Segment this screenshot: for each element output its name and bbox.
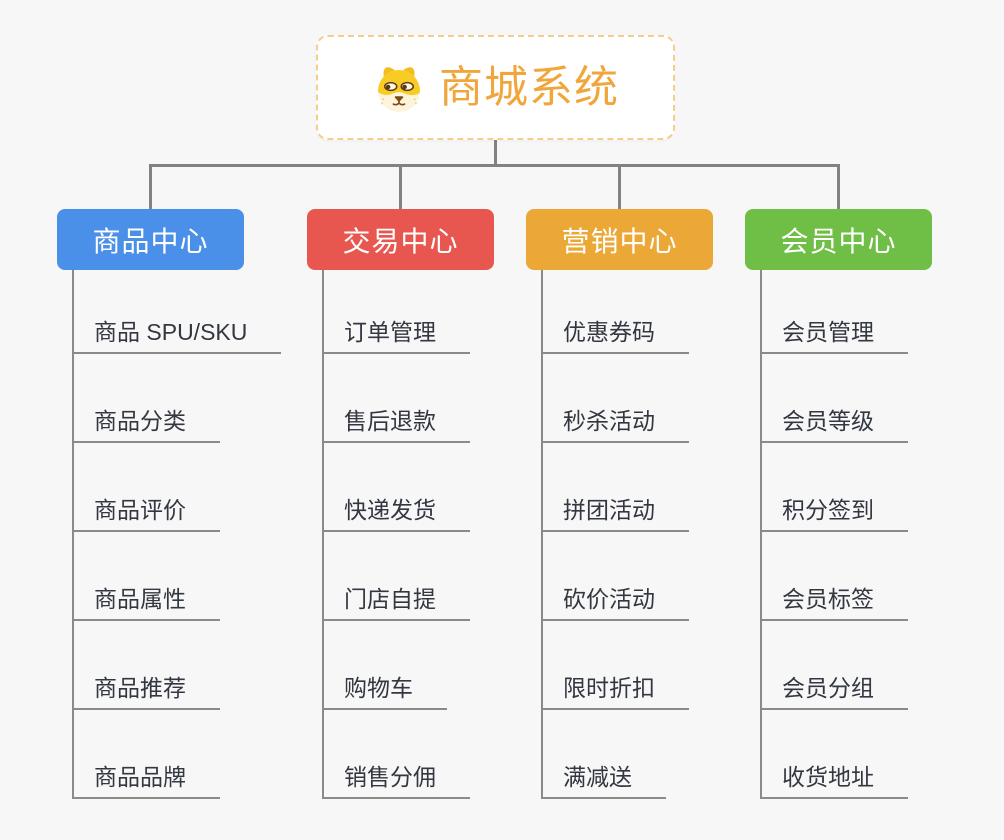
connector-drop-branch-4	[837, 166, 840, 210]
branch-label: 营销中心	[561, 225, 678, 257]
topic-node[interactable]: 商品评价	[72, 443, 220, 532]
branch-column-trade-center: 交易中心 订单管理 售后退款 快递发货 门店自提 购物车 销售分佣	[307, 209, 542, 809]
topic-node[interactable]: 商品推荐	[72, 621, 220, 710]
branch-children: 会员管理 会员等级 积分签到 会员标签 会员分组 收货地址	[760, 265, 908, 799]
topic-node[interactable]: 门店自提	[322, 532, 470, 621]
branch-spine-line	[322, 270, 324, 799]
connector-root-drop	[494, 139, 497, 165]
topic-node[interactable]: 会员标签	[760, 532, 908, 621]
topic-node[interactable]: 商品 SPU/SKU	[72, 265, 282, 354]
root-title: 商城系统	[439, 62, 619, 112]
topic-node[interactable]: 秒杀活动	[541, 354, 689, 443]
branch-node-product-center[interactable]: 商品中心	[57, 209, 244, 270]
dog-face-icon	[372, 61, 426, 115]
connector-horizontal-line	[149, 164, 840, 167]
branch-label: 商品中心	[92, 225, 209, 257]
branch-node-marketing-center[interactable]: 营销中心	[526, 209, 713, 270]
root-node[interactable]: 商城系统	[316, 35, 675, 140]
branch-column-marketing-center: 营销中心 优惠券码 秒杀活动 拼团活动 砍价活动 限时折扣 满减送	[526, 209, 761, 809]
topic-node[interactable]: 限时折扣	[541, 621, 689, 710]
branch-column-member-center: 会员中心 会员管理 会员等级 积分签到 会员标签 会员分组 收货地址	[745, 209, 980, 809]
branch-children: 优惠券码 秒杀活动 拼团活动 砍价活动 限时折扣 满减送	[541, 265, 689, 799]
topic-node[interactable]: 销售分佣	[322, 710, 470, 799]
topic-node[interactable]: 满减送	[541, 710, 666, 799]
topic-node[interactable]: 会员等级	[760, 354, 908, 443]
branch-spine-line	[72, 270, 74, 799]
connector-drop-branch-1	[149, 166, 152, 210]
topic-node[interactable]: 优惠券码	[541, 265, 689, 354]
branch-label: 会员中心	[780, 225, 897, 257]
topic-node[interactable]: 会员分组	[760, 621, 908, 710]
connector-drop-branch-2	[399, 166, 402, 210]
branch-children: 订单管理 售后退款 快递发货 门店自提 购物车 销售分佣	[322, 265, 470, 799]
topic-node[interactable]: 收货地址	[760, 710, 908, 799]
topic-node[interactable]: 商品品牌	[72, 710, 220, 799]
topic-node[interactable]: 砍价活动	[541, 532, 689, 621]
topic-node[interactable]: 会员管理	[760, 265, 908, 354]
topic-node[interactable]: 商品属性	[72, 532, 220, 621]
branch-spine-line	[541, 270, 543, 799]
topic-node[interactable]: 订单管理	[322, 265, 470, 354]
topic-node[interactable]: 拼团活动	[541, 443, 689, 532]
connector-drop-branch-3	[618, 166, 621, 210]
topic-node[interactable]: 商品分类	[72, 354, 220, 443]
topic-node[interactable]: 积分签到	[760, 443, 908, 532]
branch-spine-line	[760, 270, 762, 799]
topic-node[interactable]: 购物车	[322, 621, 447, 710]
branch-children: 商品 SPU/SKU 商品分类 商品评价 商品属性 商品推荐 商品品牌	[72, 265, 282, 799]
topic-node[interactable]: 快递发货	[322, 443, 470, 532]
branch-label: 交易中心	[342, 225, 459, 257]
branch-column-product-center: 商品中心 商品 SPU/SKU 商品分类 商品评价 商品属性 商品推荐 商品品牌	[57, 209, 292, 809]
branch-node-member-center[interactable]: 会员中心	[745, 209, 932, 270]
topic-node[interactable]: 售后退款	[322, 354, 470, 443]
branch-node-trade-center[interactable]: 交易中心	[307, 209, 494, 270]
